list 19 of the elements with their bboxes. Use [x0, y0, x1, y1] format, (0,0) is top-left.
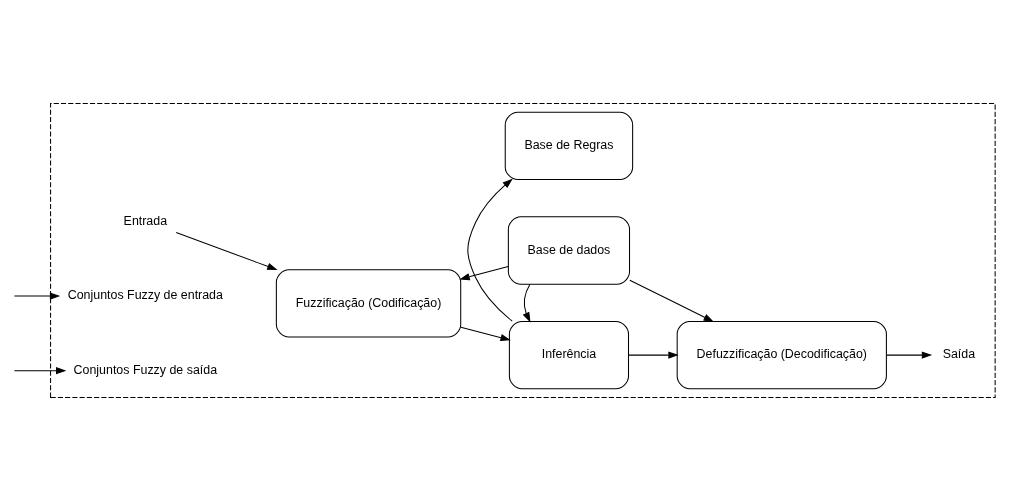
node-text: Entrada [123, 213, 168, 228]
arrow [629, 279, 714, 322]
arrow [13, 366, 67, 374]
node-box: Base de Regras [504, 111, 634, 180]
arrow [459, 265, 509, 280]
arrow [467, 178, 513, 322]
arrow [13, 291, 61, 300]
node-box: Base de dados [507, 215, 631, 285]
node-box: Defuzzificação (Decodificação) [676, 320, 887, 389]
arrow [460, 326, 511, 341]
node-text: Conjuntos Fuzzy de entrada [67, 287, 223, 302]
node-box: Inferência [508, 320, 629, 389]
arrow [886, 350, 933, 359]
arrow [628, 350, 679, 359]
node-box: Fuzzificação (Codificação) [275, 268, 462, 337]
node-text: Saída [942, 346, 976, 361]
arrow [175, 231, 278, 270]
arrow [522, 283, 531, 323]
node-text: Conjuntos Fuzzy de saída [73, 362, 218, 377]
